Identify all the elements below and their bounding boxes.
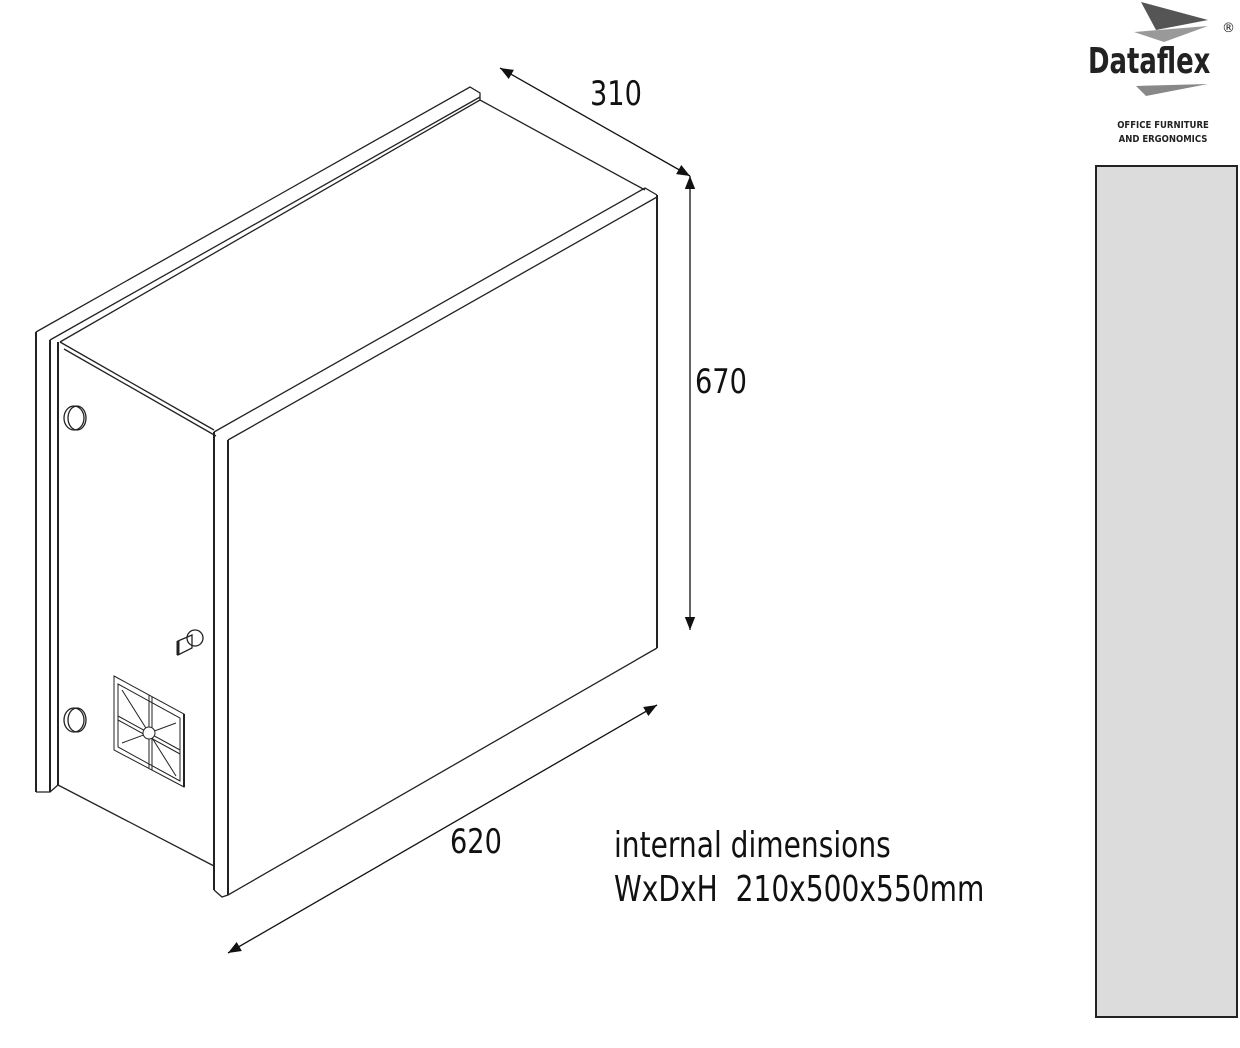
logo-tagline-1: OFFICE FURNITURE xyxy=(1117,120,1209,131)
dimension-line-depth xyxy=(499,67,691,177)
logo-brand: Dataflex xyxy=(1088,41,1211,82)
mount-hole-top xyxy=(63,405,87,431)
side-face xyxy=(57,341,217,867)
side-panel xyxy=(1095,165,1238,1018)
height-label: 670 xyxy=(695,362,747,402)
logo-chevron-icon xyxy=(1134,2,1208,96)
width-label: 620 xyxy=(450,822,502,862)
dataflex-logo: Dataflex ® OFFICE FURNITURE AND ERGONOMI… xyxy=(1086,0,1240,150)
internal-dimensions-value: WxDxH 210x500x550mm xyxy=(614,869,985,910)
depth-label: 310 xyxy=(590,74,642,114)
internal-dimensions-title: internal dimensions xyxy=(614,825,891,866)
back-frame xyxy=(35,86,481,793)
key-lock-icon xyxy=(176,629,204,657)
dimension-line-width xyxy=(227,704,658,954)
ventilation-grille xyxy=(113,675,185,788)
top-face xyxy=(59,99,646,343)
front-panel xyxy=(213,187,658,898)
registered-mark: ® xyxy=(1222,21,1235,36)
mount-hole-bottom xyxy=(63,707,87,733)
logo-tagline-2: AND ERGONOMICS xyxy=(1118,134,1208,145)
